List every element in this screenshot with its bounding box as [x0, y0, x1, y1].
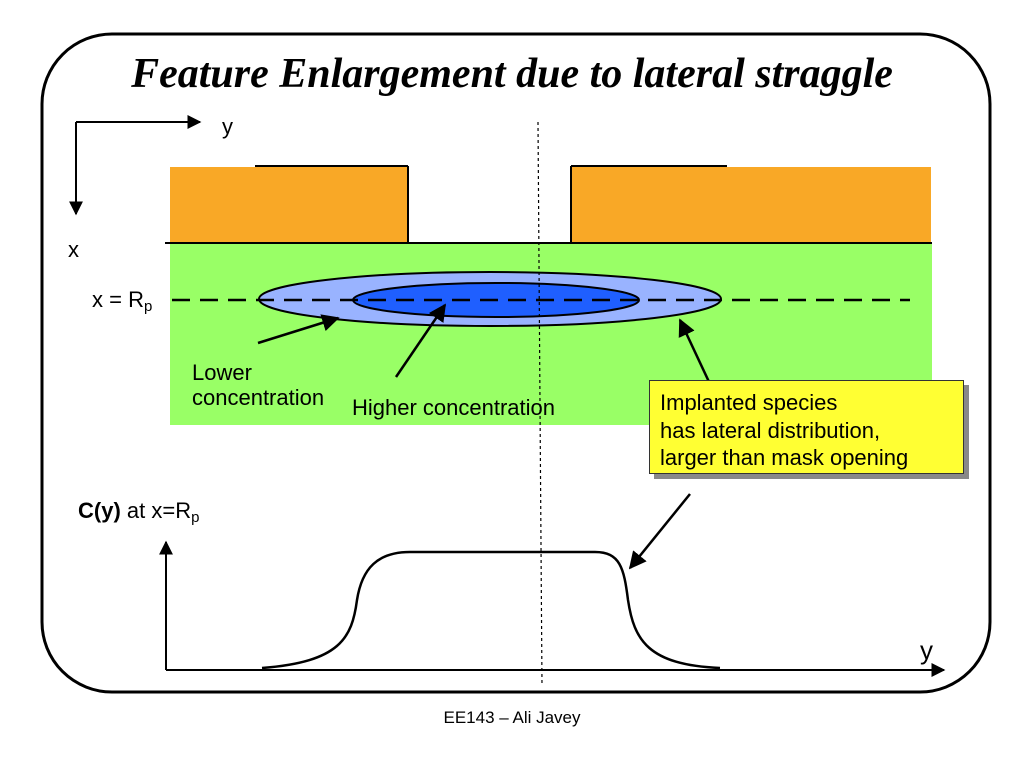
- callout-line2: has lateral distribution,: [660, 417, 881, 443]
- mask-right: [571, 167, 931, 243]
- rp-label: x = Rp: [92, 287, 152, 315]
- slide-frame: [40, 32, 992, 694]
- profile-label-bold: C(y): [78, 498, 121, 523]
- profile-label-sub: p: [191, 509, 200, 526]
- axis-x-label: x: [68, 237, 79, 262]
- callout-line1: Implanted species: [660, 390, 838, 415]
- rp-label-sub: p: [143, 298, 153, 315]
- profile-label: C(y) at x=Rp: [78, 498, 199, 526]
- lateral-distribution-callout: Implanted species has lateral distributi…: [649, 380, 964, 474]
- profile-pointer-arrow: [628, 493, 691, 570]
- lateral-distribution-arrow: [678, 318, 712, 385]
- center-dotted-line: [537, 121, 543, 687]
- rp-label-text: x = R: [92, 287, 144, 312]
- lower-concentration-arrow: [257, 314, 340, 345]
- concentration-profile-curve: [261, 550, 721, 670]
- higher-concentration-arrow: [394, 303, 447, 378]
- mask-left: [170, 167, 408, 243]
- lower-concentration-line1: Lower: [192, 360, 252, 385]
- profile-label-rest: at x=R: [120, 498, 192, 523]
- higher-concentration-label: Higher concentration: [352, 395, 556, 420]
- lower-concentration-line2: concentration: [192, 385, 325, 411]
- lower-concentration-label: Lower concentration: [192, 360, 324, 411]
- callout-line3: larger than mask opening: [660, 445, 909, 470]
- slide-title: Feature Enlargement due to lateral strag…: [131, 51, 893, 97]
- slide-footer: EE143 – Ali Javey: [443, 708, 581, 727]
- profile-axis-y-label: y: [920, 635, 933, 665]
- axis-y-label: y: [222, 114, 233, 139]
